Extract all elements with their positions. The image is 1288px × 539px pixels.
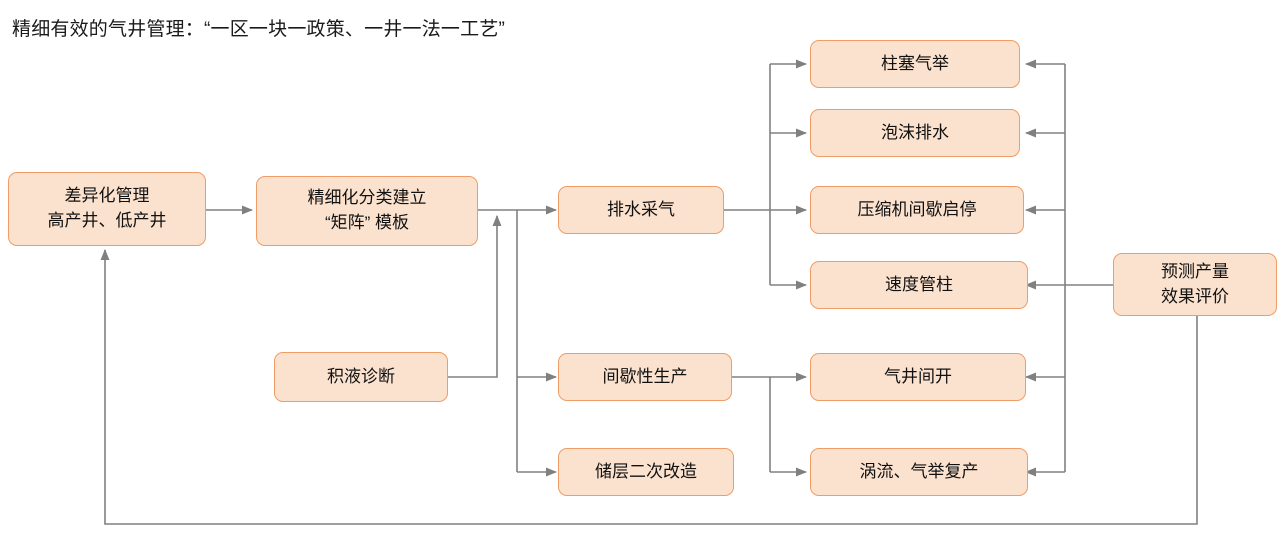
node-gas-well-intermittent-opening[interactable]: 气井间开 (810, 353, 1026, 401)
node-label-line1: 储层二次改造 (595, 461, 697, 481)
node-foam-dewatering[interactable]: 泡沫排水 (810, 109, 1020, 157)
node-compressor-intermittent[interactable]: 压缩机间歇启停 (810, 186, 1024, 234)
node-plunger-lift[interactable]: 柱塞气举 (810, 40, 1020, 88)
page-title: 精细有效的气井管理：“一区一块一政策、一井一法一工艺” (12, 19, 506, 40)
node-reservoir-restimulation[interactable]: 储层二次改造 (558, 448, 734, 496)
node-vortex-gaslift-restoration[interactable]: 涡流、气举复产 (810, 448, 1028, 496)
node-dewatering-gas-production[interactable]: 排水采气 (558, 186, 724, 234)
node-label-line2: 高产井、低产井 (47, 211, 167, 230)
node-label-line1: 泡沫排水 (881, 122, 949, 142)
node-production-forecast-evaluation[interactable]: 预测产量 效果评价 (1113, 253, 1277, 316)
node-label-line1: 差异化管理 (64, 186, 150, 206)
node-label-line1: 气井间开 (884, 366, 952, 386)
node-label-line1: 柱塞气举 (881, 53, 949, 73)
node-label-line1: 压缩机间歇启停 (857, 199, 977, 219)
node-liquid-loading-diagnosis[interactable]: 积液诊断 (274, 352, 448, 402)
node-label-line2: 效果评价 (1161, 286, 1229, 306)
node-label-line1: 精细化分类建立 (307, 188, 427, 208)
node-label-line1: 排水采气 (607, 199, 675, 219)
node-label-line1: 速度管柱 (885, 274, 953, 294)
node-matrix-template[interactable]: 精细化分类建立 “矩阵” 模板 (256, 176, 478, 246)
node-label-line1: 预测产量 (1161, 261, 1229, 281)
node-label-line1: 间歇性生产 (602, 366, 688, 386)
node-label-line1: 积液诊断 (327, 366, 395, 386)
node-velocity-string[interactable]: 速度管柱 (810, 261, 1028, 309)
node-differentiated-management[interactable]: 差异化管理 高产井、低产井 (8, 172, 206, 246)
node-intermittent-production[interactable]: 间歇性生产 (558, 353, 732, 401)
node-label-line1: 涡流、气举复产 (859, 461, 979, 481)
node-label-line2: “矩阵” 模板 (324, 213, 410, 232)
